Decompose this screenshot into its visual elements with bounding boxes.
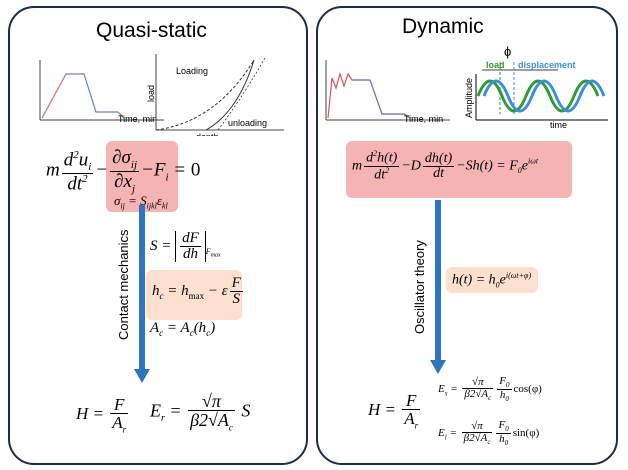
contact-depth-box — [146, 270, 242, 320]
unloading-curve — [205, 59, 255, 131]
quasi-static-panel — [8, 6, 308, 465]
contact-area-equation: Ac = Ac(hc) — [150, 320, 216, 338]
constitutive-equation: σij = Sijklεkl — [114, 193, 168, 211]
ld-loading-label: Loading — [176, 66, 208, 76]
dynamic-title: Dynamic — [402, 15, 484, 38]
contact-mechanics-label: Contact mechanics — [116, 229, 131, 340]
oscillator-theory-label: Oscillator theory — [412, 240, 427, 334]
load-time-chart-right: Time, min — [325, 60, 450, 124]
load-time-chart-left: Time, min — [39, 60, 164, 124]
load-wave — [476, 79, 600, 113]
amplitude-label: Amplitude — [464, 78, 474, 118]
quasi-static-title: Quasi-static — [96, 19, 207, 42]
right-time-axis-label: Time, min — [404, 114, 443, 124]
phase-symbol: ϕ — [504, 44, 511, 59]
ld-x-label: depth — [196, 132, 219, 136]
ld-y-label: load — [146, 85, 156, 102]
displacement-solution-box — [446, 267, 538, 293]
ld-unloading-label: unloading — [228, 118, 267, 128]
contact-mechanics-arrow — [134, 205, 150, 383]
left-time-axis-label: Time, min — [118, 114, 157, 124]
load-depth-chart: load Loading unloading depth — [146, 54, 284, 136]
oscillator-theory-arrow — [430, 200, 446, 374]
displacement-legend: displacement — [518, 60, 576, 70]
time-label: time — [550, 120, 567, 128]
phase-wave-chart: ϕ load displacement Amplitude time — [464, 44, 608, 128]
oscillator-equation-box — [346, 141, 572, 198]
load-legend: load — [486, 60, 505, 70]
stress-divergence-box — [106, 141, 178, 212]
displacement-wave — [482, 79, 606, 113]
displacement-solution-equation: h(t) = h0ei(ωt+φ) — [452, 271, 532, 290]
